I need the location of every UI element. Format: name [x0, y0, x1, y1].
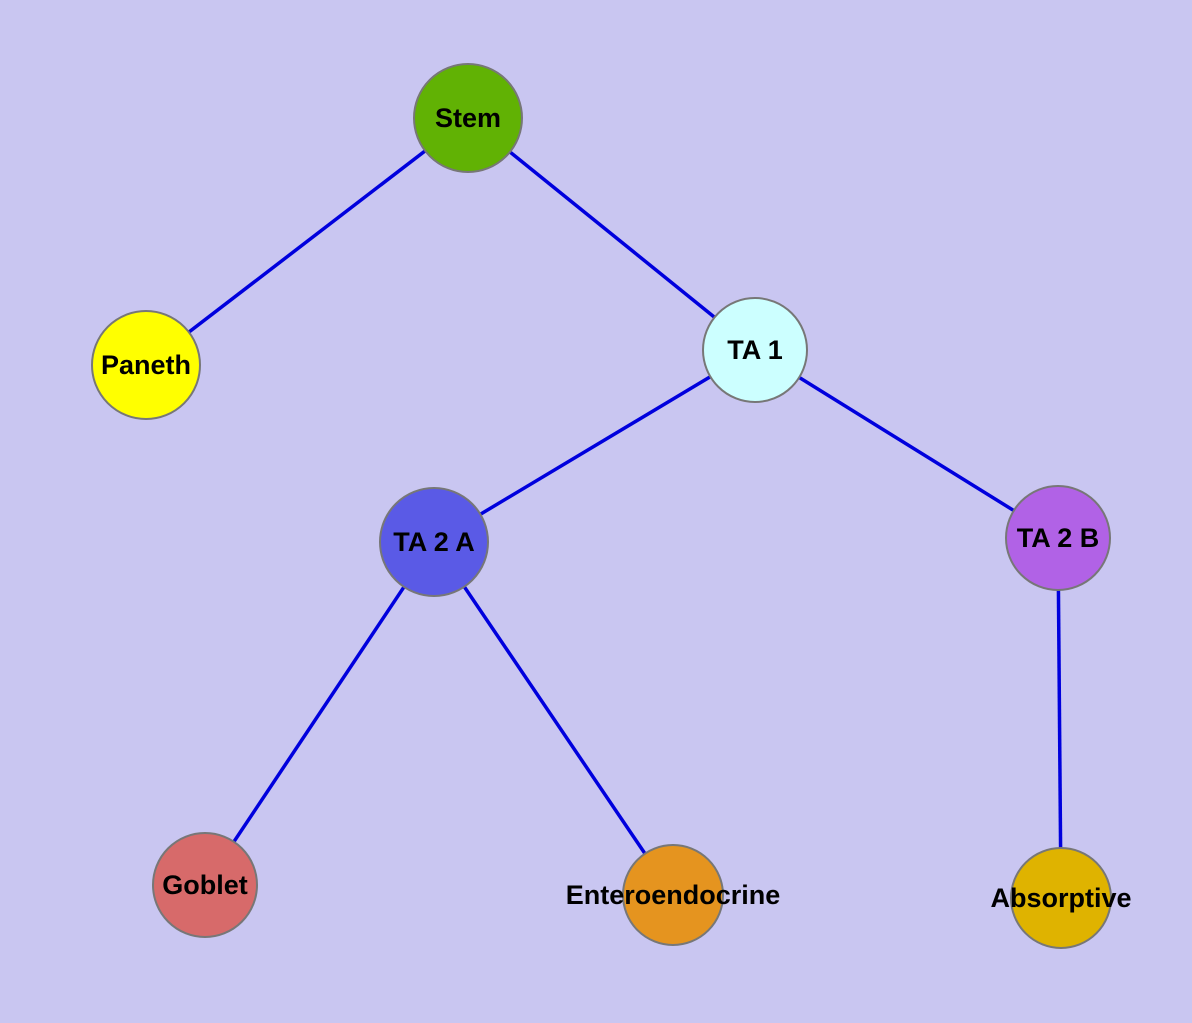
- edge-ta2a-to-enteroendocrine: [432, 541, 675, 896]
- edge-stem-to-ta1: [466, 116, 757, 352]
- node-label-ta2b: TA 2 B: [1017, 523, 1100, 553]
- node-absorptive[interactable]: Absorptive: [990, 847, 1132, 949]
- node-circle-paneth[interactable]: [91, 310, 201, 420]
- node-label-enteroendocrine: Enteroendocrine: [566, 880, 781, 910]
- node-ta1[interactable]: TA 1: [702, 297, 808, 403]
- node-ta2a[interactable]: TA 2 A: [379, 487, 489, 597]
- node-label-stem: Stem: [435, 103, 501, 133]
- node-paneth[interactable]: Paneth: [91, 310, 201, 420]
- node-label-absorptive: Absorptive: [990, 883, 1131, 913]
- node-circle-absorptive[interactable]: [1010, 847, 1112, 949]
- node-goblet[interactable]: Goblet: [152, 832, 258, 938]
- edge-ta1-to-ta2a: [433, 348, 756, 544]
- edge-stem-to-paneth: [144, 116, 470, 367]
- node-circle-stem[interactable]: [413, 63, 523, 173]
- node-circle-ta1[interactable]: [702, 297, 808, 403]
- edge-ta2a-to-goblet: [203, 541, 436, 886]
- node-label-paneth: Paneth: [101, 350, 191, 380]
- node-label-ta1: TA 1: [727, 335, 783, 365]
- node-circle-ta2a[interactable]: [379, 487, 489, 597]
- node-circle-ta2b[interactable]: [1005, 485, 1111, 591]
- node-enteroendocrine[interactable]: Enteroendocrine: [566, 844, 781, 946]
- node-ta2b[interactable]: TA 2 B: [1005, 485, 1111, 591]
- node-label-ta2a: TA 2 A: [393, 527, 475, 557]
- node-label-goblet: Goblet: [162, 870, 248, 900]
- edge-ta2b-to-absorptive: [1056, 537, 1063, 899]
- node-stem[interactable]: Stem: [413, 63, 523, 173]
- node-circle-goblet[interactable]: [152, 832, 258, 938]
- edge-ta1-to-ta2b: [754, 348, 1059, 540]
- node-circle-enteroendocrine[interactable]: [622, 844, 724, 946]
